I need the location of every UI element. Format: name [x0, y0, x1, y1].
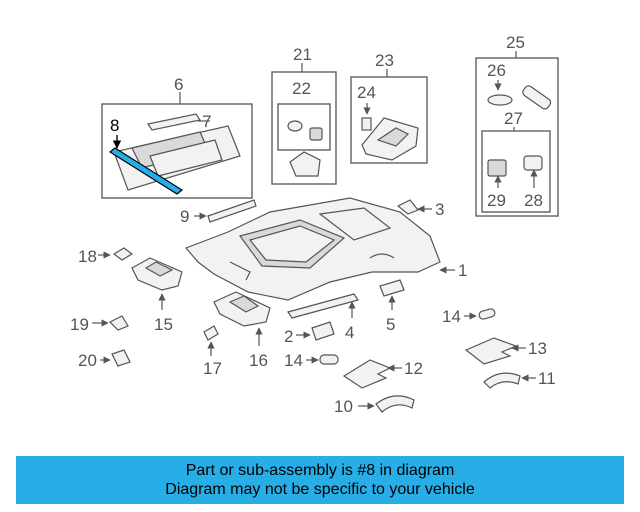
- strip-part-4: 4: [287, 293, 359, 342]
- strip-part-9: 9: [180, 199, 257, 226]
- callout-14-lower: 14: [284, 351, 303, 370]
- lamp-group-21: 21 22: [271, 45, 337, 185]
- callout-17: 17: [203, 359, 222, 378]
- callout-19: 19: [70, 315, 89, 334]
- callout-9: 9: [180, 207, 189, 226]
- bracket-part-5: 5: [379, 279, 405, 334]
- callout-13: 13: [528, 339, 547, 358]
- clip-part-20: 20: [78, 349, 131, 370]
- callout-25: 25: [506, 33, 525, 52]
- sun-visor-part-16: 16: [213, 291, 271, 370]
- clip-part-17: 17: [203, 325, 222, 378]
- callout-12: 12: [404, 359, 423, 378]
- callout-1: 1: [458, 261, 467, 280]
- callout-21: 21: [293, 45, 312, 64]
- bracket-part-13: 13: [464, 337, 547, 365]
- sunshade-group: 6 7 8: [101, 75, 253, 199]
- cap-part-14-lower: 14: [284, 351, 339, 370]
- lamp-group-25: 25 26 27 29 28: [475, 33, 559, 217]
- group-box-21: [271, 71, 337, 185]
- console-group-23: 23 24: [350, 51, 428, 164]
- callout-10: 10: [334, 397, 353, 416]
- banner-line-1: Part or sub-assembly is #8 in diagram: [185, 462, 455, 479]
- clip-part-3: 3: [396, 199, 444, 219]
- callout-26: 26: [487, 61, 506, 80]
- callout-8: 8: [110, 116, 119, 135]
- clip-part-18: 18: [78, 247, 134, 266]
- lamp-housing: [289, 151, 321, 177]
- callout-28: 28: [524, 191, 543, 210]
- callout-29: 29: [487, 191, 506, 210]
- callout-16: 16: [249, 351, 268, 370]
- clip-part-19: 19: [70, 315, 129, 334]
- map-lamp-lens: [522, 85, 552, 110]
- bracket-part-12: 12: [342, 359, 423, 389]
- assist-grip-part-11: 11: [483, 369, 556, 389]
- group-box-22: [277, 103, 331, 151]
- callout-23: 23: [375, 51, 394, 70]
- callout-20: 20: [78, 351, 97, 370]
- callout-18: 18: [78, 247, 97, 266]
- callout-7: 7: [202, 112, 211, 131]
- sun-visor-part-15: 15: [131, 257, 183, 334]
- trim-strip-part-7: [147, 113, 201, 131]
- callout-22: 22: [292, 79, 311, 98]
- callout-11: 11: [538, 369, 556, 388]
- callout-6: 6: [174, 75, 183, 94]
- callout-27: 27: [504, 109, 523, 128]
- cap-part-14-upper: 14: [442, 307, 496, 326]
- banner-line-2: Diagram may not be specific to your vehi…: [165, 481, 475, 498]
- parts-diagram: 6 7 8 21 22 23 24 25 26 27: [70, 33, 559, 416]
- info-banner: Part or sub-assembly is #8 in diagram Di…: [16, 456, 624, 504]
- bracket-part-2: 2: [284, 321, 335, 346]
- callout-15: 15: [154, 315, 173, 334]
- callout-2: 2: [284, 327, 293, 346]
- callout-3: 3: [435, 200, 444, 219]
- group-box-27: [481, 130, 551, 213]
- callout-14-upper: 14: [442, 307, 461, 326]
- callout-24: 24: [357, 83, 376, 102]
- callout-5: 5: [386, 315, 395, 334]
- highlighted-seal-part-8: [108, 147, 184, 195]
- group-box-25: [475, 57, 559, 217]
- group-box-23: [350, 76, 428, 164]
- headliner-part-1: 1: [184, 197, 467, 301]
- callout-4: 4: [345, 323, 354, 342]
- group-box-6: [101, 103, 253, 199]
- assist-grip-part-10: 10: [334, 395, 415, 416]
